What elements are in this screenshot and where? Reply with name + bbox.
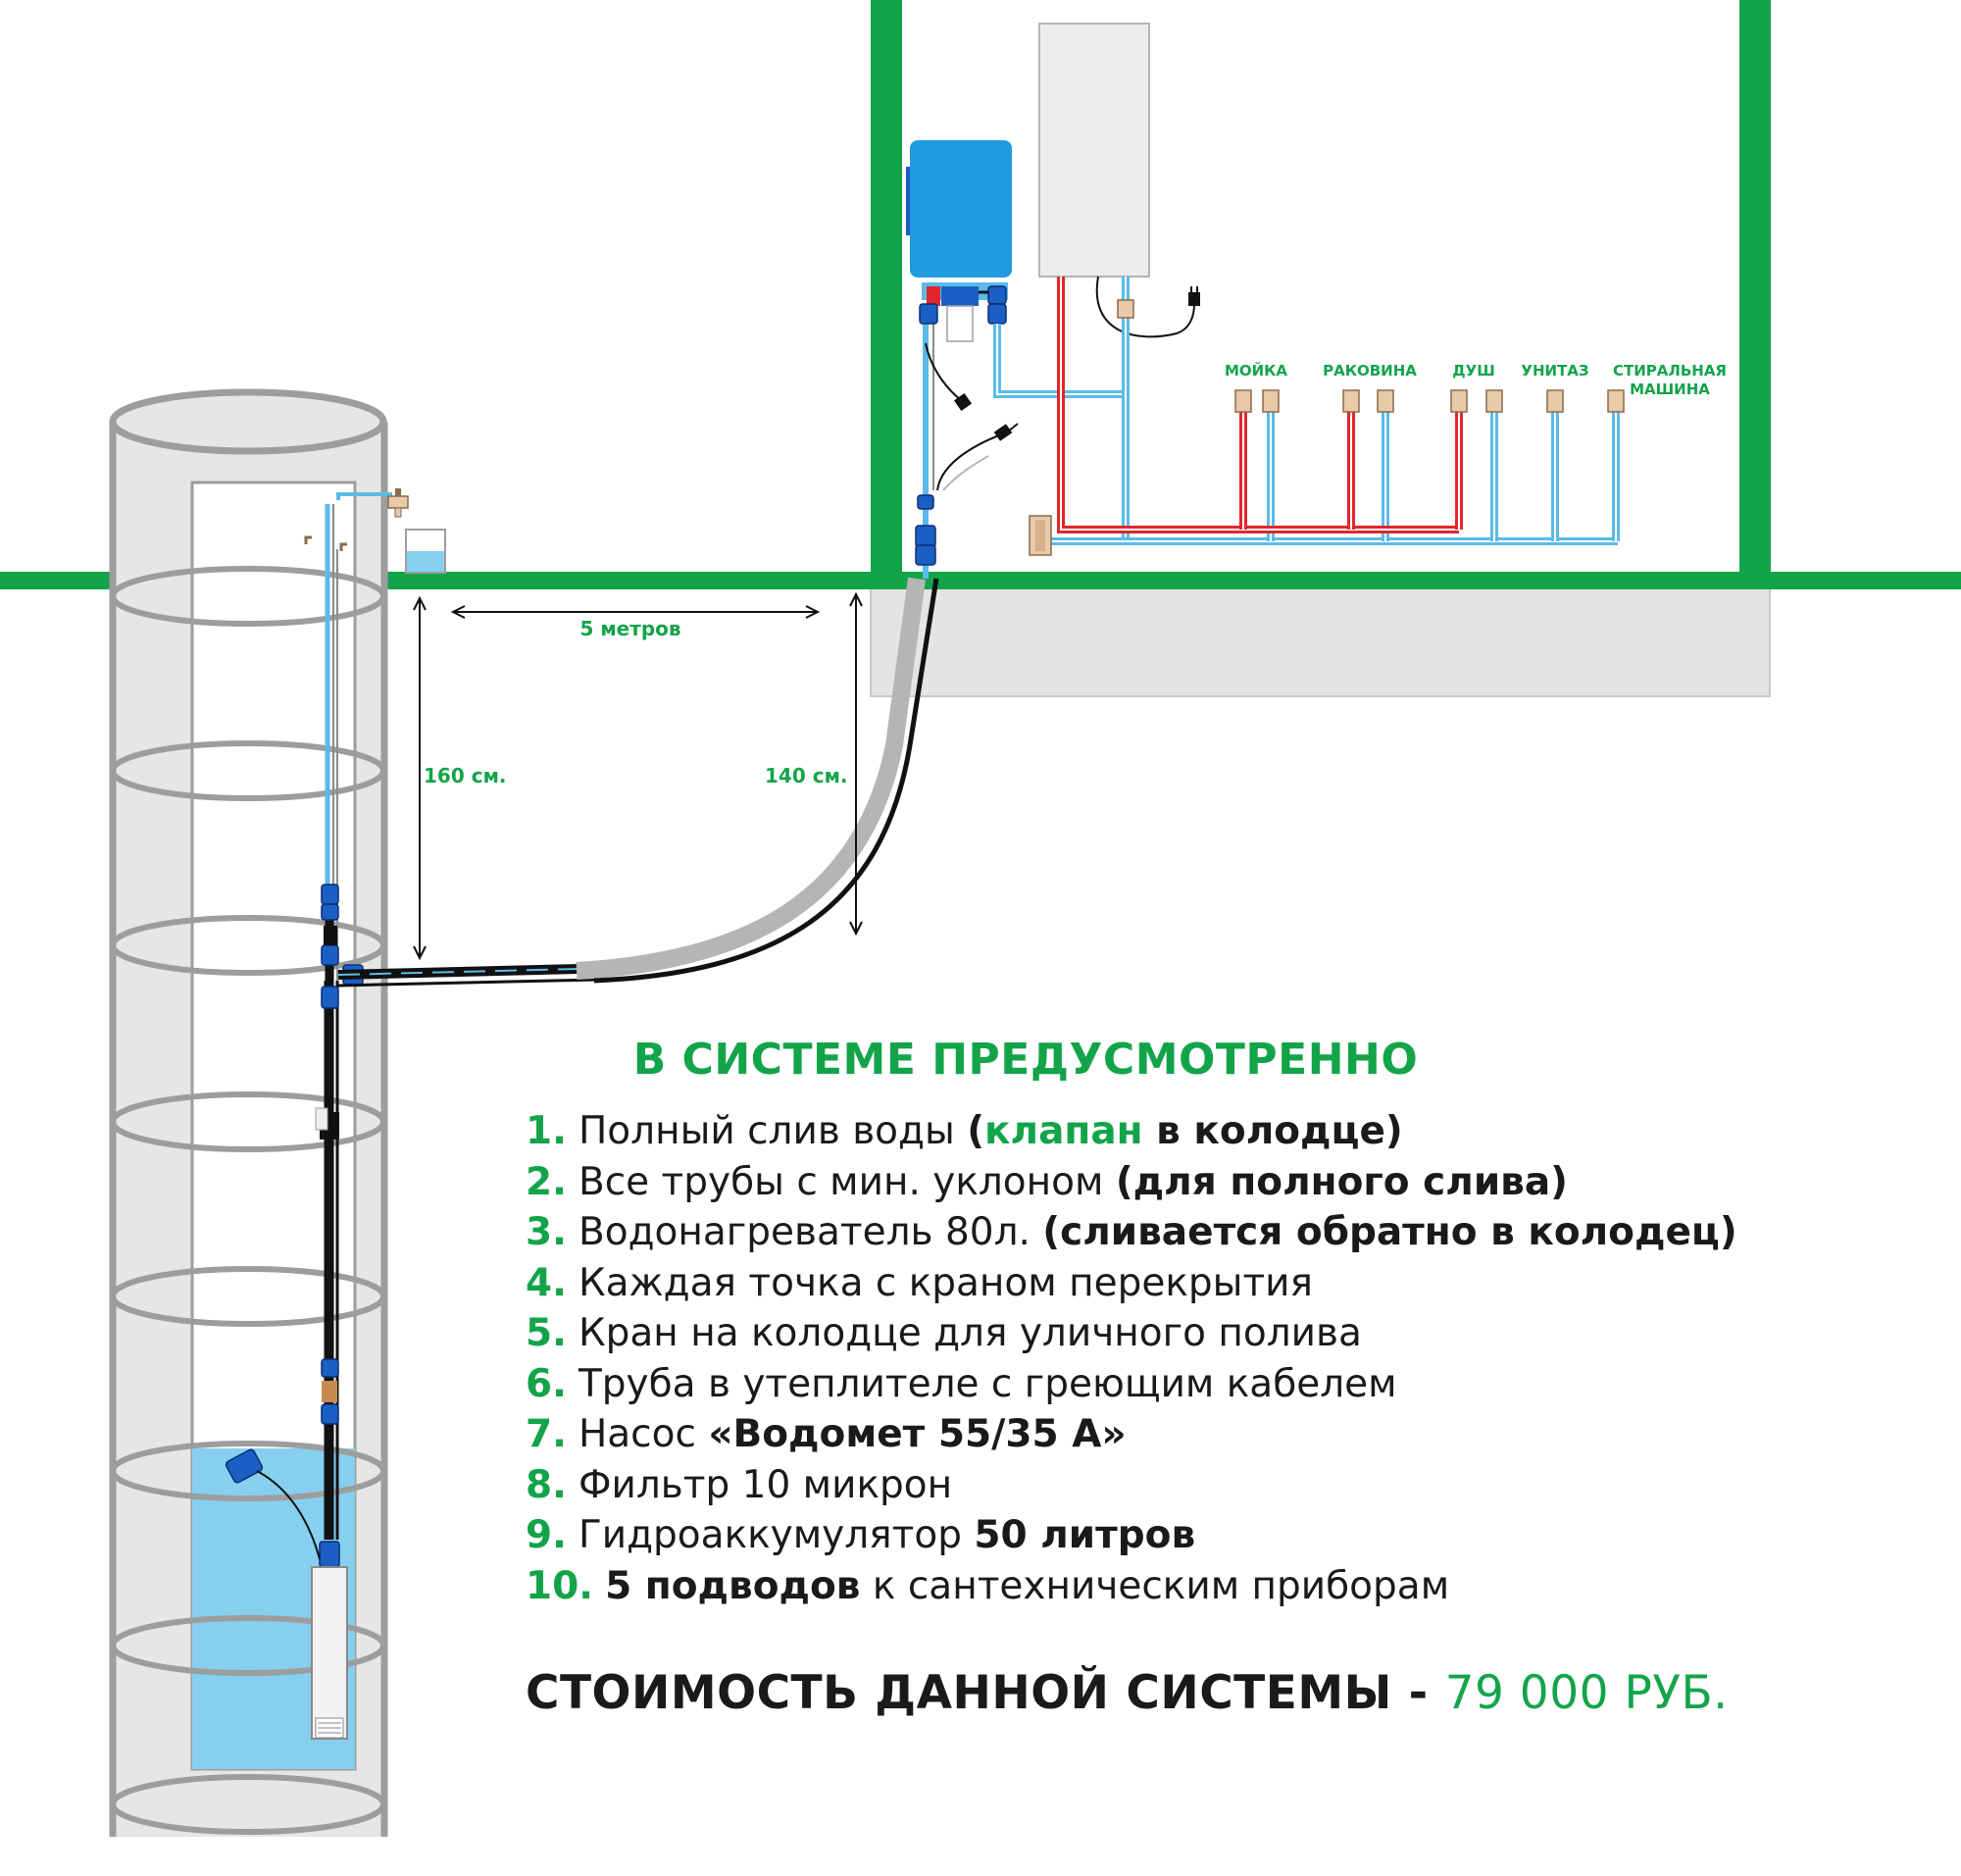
house-foundation xyxy=(870,583,1771,697)
valve-icon xyxy=(1450,389,1468,413)
plug-icon xyxy=(993,423,1019,441)
fitting xyxy=(321,1358,339,1378)
fixture-label-toilet: УНИТАЗ xyxy=(1521,362,1588,380)
heater-cable xyxy=(1095,276,1195,338)
submersible-pump xyxy=(311,1566,348,1740)
valve-icon xyxy=(1234,389,1252,413)
fitting xyxy=(987,303,1007,325)
well-ring xyxy=(110,915,386,976)
valve-icon xyxy=(1607,389,1625,413)
dimension-arrows xyxy=(413,591,863,961)
well-riser xyxy=(304,504,347,1540)
valve-icon xyxy=(1546,389,1564,413)
fitting xyxy=(321,986,339,1009)
fitting xyxy=(915,544,936,566)
valve-icon xyxy=(1262,389,1280,413)
feature-item: 9.Гидроаккумулятор 50 литров xyxy=(526,1513,1196,1557)
fitting xyxy=(919,303,938,325)
well-ring xyxy=(110,1615,386,1676)
fixture-label-washbasin: РАКОВИНА xyxy=(1323,362,1417,380)
house-right-wall xyxy=(1739,0,1771,584)
plug-icon xyxy=(1188,292,1200,306)
feature-list: 1.Полный слив воды (клапан в колодце) 2.… xyxy=(526,1106,1820,1611)
fitting xyxy=(321,903,339,921)
outdoor-tap xyxy=(336,488,409,518)
hydro-accumulator xyxy=(906,140,1012,300)
house-depth-label: 140 см. xyxy=(765,764,848,787)
feature-item: 4.Каждая точка с краном перекрытия xyxy=(526,1260,1313,1305)
fitting xyxy=(319,1541,340,1568)
cost-value: 79 000 РУБ. xyxy=(1444,1666,1729,1720)
feature-item: 6.Труба в утеплителе с греющим кабелем xyxy=(526,1361,1397,1406)
fitting xyxy=(915,525,936,548)
well-ring xyxy=(110,1441,386,1501)
float-switch xyxy=(225,1448,321,1560)
fixture-valves xyxy=(1234,389,1625,413)
fitting xyxy=(321,944,339,966)
house-left-wall xyxy=(871,0,902,584)
supply-pipe-well-to-house xyxy=(337,577,939,988)
well-depth-label: 160 см. xyxy=(424,764,507,787)
fitting xyxy=(987,285,1007,305)
distance-label: 5 метров xyxy=(579,617,680,640)
water-filter xyxy=(919,285,1007,342)
plug-icon xyxy=(925,342,973,412)
ground-line xyxy=(0,572,1961,589)
fixture-label-sink: МОЙКА xyxy=(1225,361,1287,380)
hot-pipes xyxy=(1057,277,1463,533)
feature-item: 5.Кран на колодце для уличного полива xyxy=(526,1311,1362,1355)
shutoff-valve xyxy=(1117,299,1134,319)
well-clamp xyxy=(315,1107,328,1131)
bucket-icon xyxy=(405,529,446,574)
cold-pipes xyxy=(993,277,1620,545)
valve-icon xyxy=(1342,389,1360,413)
feature-item: 10.5 подводов к сантехническим приборам xyxy=(526,1563,1450,1608)
fixture-label-washing-machine-2: МАШИНА xyxy=(1630,380,1710,398)
feature-item: 8.Фильтр 10 микрон xyxy=(526,1462,953,1507)
fixture-label-washing-machine-1: СТИРАЛЬНАЯ xyxy=(1613,362,1727,380)
info-title: В СИСТЕМЕ ПРЕДУСМОТРЕННО xyxy=(632,1035,1419,1085)
info-panel: В СИСТЕМЕ ПРЕДУСМОТРЕННО 1.Полный слив в… xyxy=(526,1035,1820,1720)
system-cost: СТОИМОСТЬ ДАННОЙ СИСТЕМЫ - 79 000 РУБ. xyxy=(526,1666,1820,1720)
drain-valve-body xyxy=(324,926,337,945)
well-ring xyxy=(110,740,386,801)
well-ring xyxy=(110,1091,386,1152)
cost-label: СТОИМОСТЬ ДАННОЙ СИСТЕМЫ - xyxy=(526,1666,1445,1720)
house-riser xyxy=(915,312,1011,579)
well-ring xyxy=(110,566,386,627)
main-valve xyxy=(1029,515,1052,556)
feature-item: 2.Все трубы с мин. уклоном (для полного … xyxy=(526,1159,1568,1204)
fitting xyxy=(917,494,934,510)
fitting xyxy=(321,884,339,905)
water-heater xyxy=(1038,23,1150,278)
fixture-label-shower: ДУШ xyxy=(1452,362,1494,380)
valve-icon xyxy=(1377,389,1394,413)
valve-icon xyxy=(1485,389,1503,413)
fitting xyxy=(321,1403,339,1425)
feature-item: 7.Насос «Водомет 55/35 А» xyxy=(526,1412,1127,1456)
brass-fitting xyxy=(322,1381,337,1402)
feature-item: 3.Водонагреватель 80л. (сливается обратн… xyxy=(526,1210,1737,1254)
well-ring xyxy=(110,1266,386,1327)
well-ring xyxy=(110,1774,386,1835)
feature-item: 1.Полный слив воды (клапан в колодце) xyxy=(526,1109,1403,1153)
